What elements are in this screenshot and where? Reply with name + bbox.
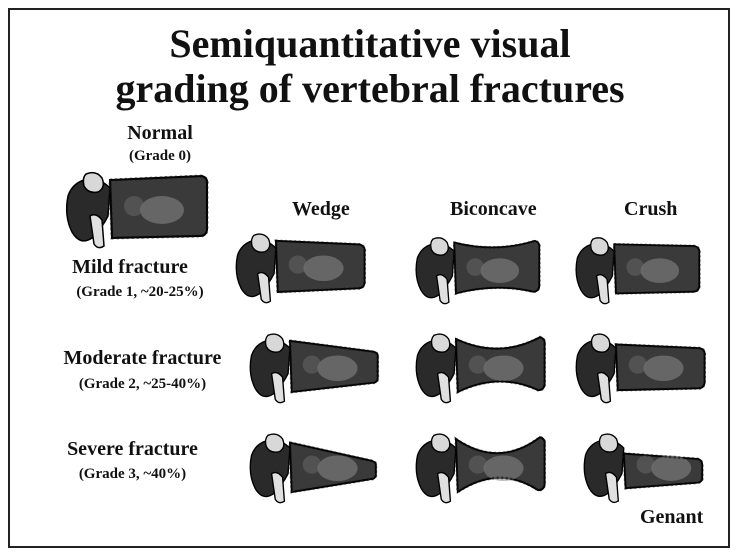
credit-label: Genant [640, 506, 703, 529]
normal-label: Normal [100, 122, 220, 145]
vertebra-biconcave-moderate [412, 328, 557, 403]
row-label-severe: Severe fracture [45, 438, 220, 461]
title-line-1: Semiquantitative visual [0, 22, 740, 66]
row-grade-severe: (Grade 3, ~40%) [45, 466, 220, 483]
vertebra-normal [62, 166, 212, 248]
row-label-mild: Mild fracture [40, 256, 220, 279]
vertebra-crush-severe [580, 428, 715, 503]
vertebra-crush-mild [572, 232, 717, 304]
column-wedge: Wedge [292, 198, 350, 221]
row-grade-moderate: (Grade 2, ~25-40%) [40, 376, 245, 393]
normal-grade: (Grade 0) [100, 148, 220, 165]
row-label-moderate: Moderate fracture [40, 347, 245, 370]
vertebra-biconcave-severe [412, 428, 557, 503]
row-grade-mild: (Grade 1, ~20-25%) [40, 284, 240, 301]
vertebra-wedge-moderate [246, 328, 391, 403]
vertebra-crush-moderate [572, 328, 717, 403]
vertebra-wedge-severe [246, 428, 391, 503]
vertebra-biconcave-mild [412, 232, 557, 304]
column-biconcave: Biconcave [450, 198, 537, 221]
title-line-2: grading of vertebral fractures [0, 67, 740, 111]
column-crush: Crush [624, 198, 677, 221]
vertebra-wedge-mild [232, 228, 382, 303]
